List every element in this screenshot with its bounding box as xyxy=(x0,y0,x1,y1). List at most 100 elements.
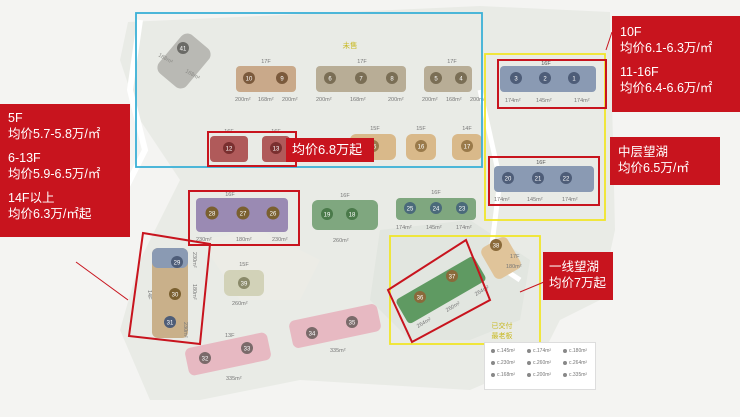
building-20-area3: 174m² xyxy=(562,197,578,203)
building-18-floors: 16F xyxy=(340,193,350,199)
building-6-floors: 17F xyxy=(357,59,367,65)
unsold-zone-outline xyxy=(135,12,483,168)
connector-line-tr xyxy=(605,31,613,51)
callout-tr-line2: 均价6.1-6.3万/㎡ xyxy=(620,41,713,55)
svg-text:4: 4 xyxy=(459,77,463,83)
svg-text:9: 9 xyxy=(280,77,284,83)
building-18[interactable]: 16F 19 18 260m² xyxy=(312,193,378,244)
building-3-number: 3 xyxy=(514,77,518,83)
building-39[interactable]: 15F 39 260m² xyxy=(224,262,264,307)
building-16[interactable]: 15F 16 xyxy=(406,126,436,160)
building-3[interactable]: 16F 3 2 1 174m² 145m² 174m² xyxy=(500,61,596,104)
building-12[interactable]: 16F 12 xyxy=(210,129,248,162)
connector-line-lake xyxy=(519,281,545,293)
building-16-floors: 15F xyxy=(416,126,426,132)
building-29[interactable]: 14F 29 30 31 230m² 180m² 230m² xyxy=(146,248,197,338)
building-29-highlight xyxy=(127,231,212,346)
building-20-area1: 174m² xyxy=(494,197,510,203)
building-20-number: 20 xyxy=(505,177,512,183)
building-5-floors: 17F xyxy=(447,59,457,65)
building-26[interactable]: 16F 28 27 26 230m² 180m² 230m² xyxy=(196,192,288,243)
building-26-floors: 16F xyxy=(225,192,235,198)
callout-mid: 均价6.8万起 xyxy=(286,138,374,162)
building-18-area1: 260m² xyxy=(333,238,349,244)
building-29-area3: 230m² xyxy=(182,322,188,338)
building-23[interactable]: 16F 25 24 23 174m² 145m² 174m² xyxy=(396,190,476,231)
building-3-area3: 174m² xyxy=(574,98,590,104)
building-32-area1: 335m² xyxy=(226,376,242,382)
callout-left: 5F 均价5.7-5.8万/㎡ 6-13F 均价5.9-6.5万/㎡ 14F以上… xyxy=(0,104,130,237)
building-6-area3: 200m² xyxy=(388,97,404,103)
callout-lake: 一线望湖 均价7万起 xyxy=(543,252,613,300)
svg-text:7: 7 xyxy=(359,77,363,83)
callout-tr-line1: 10F xyxy=(620,25,642,39)
callout-left-line2: 均价5.7-5.8万/㎡ xyxy=(8,127,101,141)
svg-text:8: 8 xyxy=(390,77,394,83)
svg-text:1: 1 xyxy=(572,77,576,83)
building-23-area1: 174m² xyxy=(396,225,412,231)
building-20-floors: 16F xyxy=(536,160,546,166)
building-38-number: 38 xyxy=(493,244,500,250)
callout-mid-text: 均价6.8万起 xyxy=(292,142,363,157)
building-5-area2: 168m² xyxy=(446,97,462,103)
building-23-number: 23 xyxy=(459,207,466,213)
building-3-area2: 145m² xyxy=(536,98,552,104)
callout-top-right: 10F 均价6.1-6.3万/㎡ 11-16F 均价6.4-6.6万/㎡ xyxy=(612,16,740,112)
building-6[interactable]: 17F 6 7 8 200m² 168m² 200m² xyxy=(316,59,406,103)
building-17[interactable]: 14F 17 xyxy=(452,126,482,160)
building-34[interactable]: 34 35 335m² xyxy=(288,303,382,354)
legend-item-4: c.260m² xyxy=(527,360,551,366)
svg-text:33: 33 xyxy=(244,347,251,353)
svg-text:19: 19 xyxy=(324,213,331,219)
svg-text:35: 35 xyxy=(349,321,356,327)
callout-mr-line2: 均价6.5万/㎡ xyxy=(618,161,689,175)
svg-text:25: 25 xyxy=(407,207,414,213)
callout-tr-line4: 均价6.4-6.6万/㎡ xyxy=(620,81,713,95)
svg-text:30: 30 xyxy=(172,293,179,299)
building-13-number: 13 xyxy=(273,147,280,153)
building-26-area1: 230m² xyxy=(196,237,212,243)
callout-left-line3: 6-13F xyxy=(8,151,41,165)
legend-item-1: c.174m² xyxy=(527,348,551,354)
building-32[interactable]: 13F 32 33 335m² xyxy=(184,332,272,382)
building-29-number: 29 xyxy=(174,261,181,267)
delivered-label-2: 最老板 xyxy=(492,331,513,340)
svg-text:28: 28 xyxy=(209,212,216,218)
building-17-number: 17 xyxy=(464,145,471,151)
building-5-area1: 200m² xyxy=(422,97,438,103)
building-41-number: 41 xyxy=(180,47,187,53)
building-29-floors: 14F xyxy=(146,290,152,300)
building-10-area1: 200m² xyxy=(235,97,251,103)
svg-text:31: 31 xyxy=(167,321,174,327)
building-5[interactable]: 17F 5 4 200m² 168m² 200m² xyxy=(422,59,486,103)
building-23-area3: 174m² xyxy=(456,225,472,231)
building-6-area1: 200m² xyxy=(316,97,332,103)
callout-lake-line1: 一线望湖 xyxy=(549,260,600,274)
building-10-floors: 17F xyxy=(261,59,271,65)
building-12-number: 12 xyxy=(226,147,233,153)
building-41[interactable]: 41 168m² 168m² xyxy=(154,30,214,91)
building-10[interactable]: 17F 10 9 200m² 168m² 200m² xyxy=(235,59,298,103)
unsold-zone-label: 未售 xyxy=(343,40,358,50)
building-10-area2: 168m² xyxy=(258,97,274,103)
building-38-area1: 180m² xyxy=(506,264,522,270)
building-39-area1: 260m² xyxy=(232,301,248,307)
building-20-area2: 145m² xyxy=(527,197,543,203)
building-26-area2: 180m² xyxy=(236,237,252,243)
building-3-area1: 174m² xyxy=(505,98,521,104)
building-17-floors: 14F xyxy=(462,126,472,132)
svg-text:2: 2 xyxy=(543,77,547,83)
building-36-number: 36 xyxy=(417,296,424,302)
legend-item-3: c.230m² xyxy=(491,360,515,366)
building-15-floors: 15F xyxy=(370,126,380,132)
legend-item-7: c.200m² xyxy=(527,372,551,378)
east-zone-outline xyxy=(484,53,606,221)
building-32-floors: 13F xyxy=(225,333,235,339)
callout-left-line5: 14F以上 xyxy=(8,191,55,205)
building-26-area3: 230m² xyxy=(272,237,288,243)
callout-mid-right: 中层望湖 均价6.5万/㎡ xyxy=(610,137,720,185)
callout-lake-line2: 均价7万起 xyxy=(549,276,606,290)
building-38[interactable]: 38 17F 180m² xyxy=(479,235,523,281)
building-20[interactable]: 16F 20 21 22 174m² 145m² 174m² xyxy=(494,160,594,203)
